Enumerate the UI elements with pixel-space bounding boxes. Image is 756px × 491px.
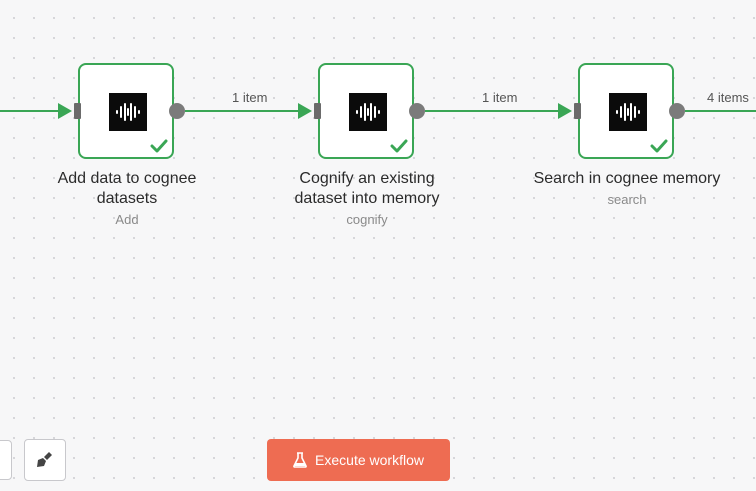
node-cognify-title-line2: dataset into memory bbox=[294, 190, 440, 207]
node-search-title-line1: Search in cognee memory bbox=[533, 170, 721, 187]
cognee-waveform-icon bbox=[349, 93, 387, 131]
node-cognify-input-port[interactable] bbox=[314, 103, 321, 119]
node-cognify[interactable] bbox=[318, 63, 414, 159]
execute-workflow-label: Execute workflow bbox=[315, 452, 424, 468]
node-add-data-subtitle: Add bbox=[115, 212, 139, 227]
flask-icon bbox=[293, 452, 307, 468]
node-search[interactable] bbox=[578, 63, 674, 159]
connection-3-label: 4 items bbox=[705, 90, 751, 106]
execute-workflow-button[interactable]: Execute workflow bbox=[267, 439, 450, 481]
node-add-data-title-line1: Add data to cognee bbox=[57, 170, 197, 187]
cognee-waveform-icon bbox=[109, 93, 147, 131]
success-check-icon bbox=[150, 139, 168, 153]
connection-1-label: 1 item bbox=[230, 90, 270, 106]
node-cognify-subtitle: cognify bbox=[346, 212, 388, 227]
success-check-icon bbox=[650, 139, 668, 153]
node-search-input-port[interactable] bbox=[574, 103, 581, 119]
node-add-data[interactable] bbox=[78, 63, 174, 159]
node-add-data-title-line2: datasets bbox=[96, 190, 158, 207]
node-search-output-port[interactable] bbox=[669, 103, 685, 119]
node-cognify-title-line1: Cognify an existing bbox=[299, 170, 435, 187]
node-add-data-input-port[interactable] bbox=[74, 103, 81, 119]
connection-2-label: 1 item bbox=[480, 90, 520, 106]
node-cognify-output-port[interactable] bbox=[409, 103, 425, 119]
broom-icon bbox=[37, 452, 52, 467]
cognee-waveform-icon bbox=[609, 93, 647, 131]
node-add-data-output-port[interactable] bbox=[169, 103, 185, 119]
zoom-controls-button[interactable] bbox=[0, 440, 12, 480]
clear-execution-button[interactable] bbox=[24, 439, 66, 481]
success-check-icon bbox=[390, 139, 408, 153]
node-search-subtitle: search bbox=[607, 192, 647, 207]
